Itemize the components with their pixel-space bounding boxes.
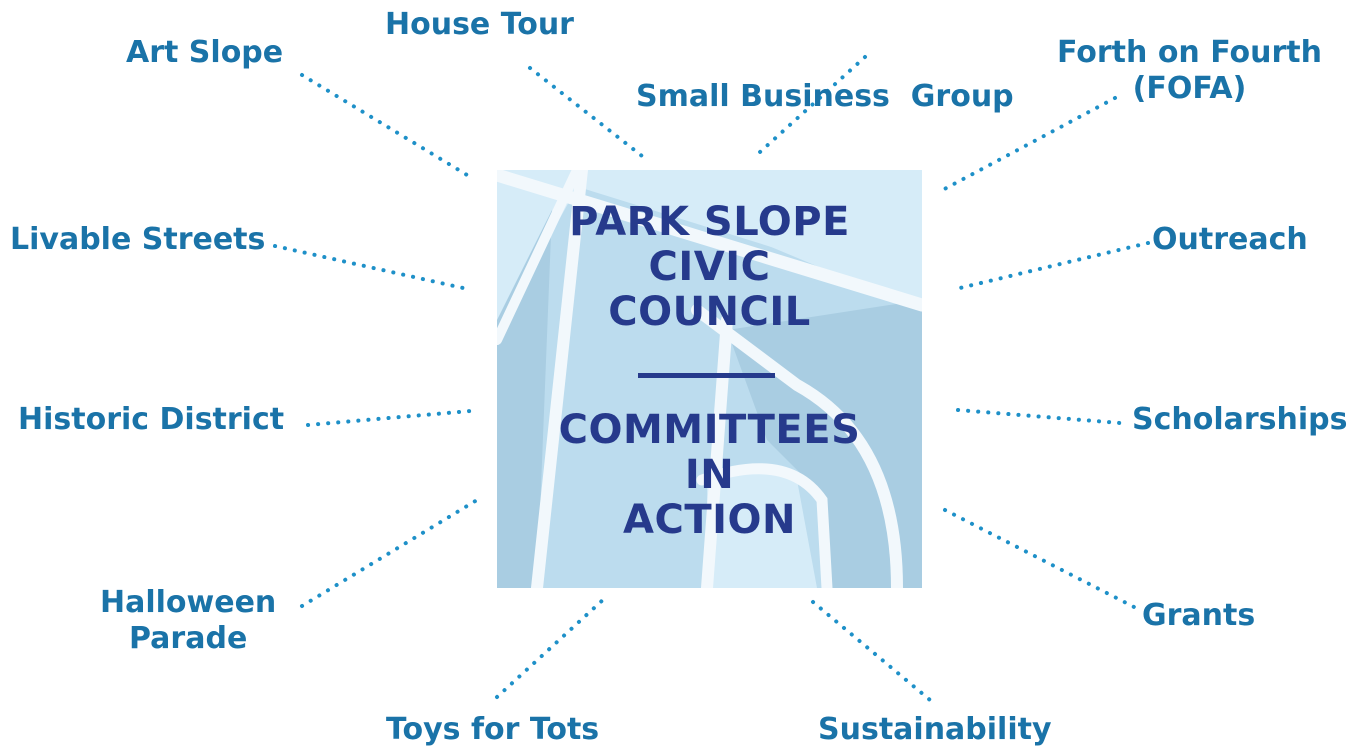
committee-label: Forth on Fourth: [1057, 35, 1322, 70]
committee-label: (FOFA): [1132, 71, 1247, 106]
committee-label: Small Business Group: [636, 79, 1014, 114]
committee-label: Grants: [1142, 598, 1256, 633]
connector-art-slope: [300, 73, 474, 180]
committee-house-tour: House Tour: [385, 7, 574, 43]
committee-label: Livable Streets: [10, 222, 266, 257]
title-divider: [638, 373, 775, 378]
committee-toys-for-tots: Toys for Tots: [386, 712, 599, 748]
committee-art-slope: Art Slope: [126, 35, 283, 71]
connector-house-tour: [528, 66, 644, 158]
committee-grants: Grants: [1142, 598, 1255, 634]
map-illustration: [497, 170, 922, 588]
committee-label: Outreach: [1152, 222, 1308, 257]
center-subtitle-line: ACTION: [623, 497, 796, 543]
committee-label: Sustainability: [818, 712, 1052, 747]
center-title-line: COUNCIL: [608, 289, 811, 335]
committee-outreach: Outreach: [1152, 222, 1308, 258]
connector-halloween-parade: [300, 498, 479, 608]
connector-grants: [943, 508, 1138, 610]
committee-sustainability: Sustainability: [818, 712, 1052, 748]
connector-historic-district: [306, 409, 472, 427]
center-map-block: PARK SLOPE CIVIC COUNCIL COMMITTEES IN A…: [497, 170, 922, 588]
committee-label: Halloween: [100, 585, 277, 620]
center-subtitle-line: COMMITTEES: [558, 407, 861, 453]
committee-forth-on-fourth: Forth on Fourth (FOFA): [1057, 35, 1322, 107]
center-title-line: CIVIC: [648, 244, 771, 290]
connector-small-business-group: [758, 55, 867, 154]
committee-halloween-parade: Halloween Parade: [100, 585, 276, 657]
center-title-line: PARK SLOPE: [569, 199, 850, 245]
center-subtitle-line: IN: [684, 452, 735, 498]
connector-sustainability: [811, 600, 932, 702]
committee-label: Scholarships: [1132, 402, 1348, 437]
connector-toys-for-tots: [495, 596, 607, 699]
connector-forth-on-fourth: [935, 96, 1117, 195]
connector-livable-streets: [273, 244, 474, 292]
connector-outreach: [958, 241, 1150, 290]
committee-scholarships: Scholarships: [1132, 402, 1348, 438]
committee-label: Toys for Tots: [386, 712, 600, 747]
committee-label: Parade: [129, 621, 248, 656]
connector-lines: [273, 55, 1150, 702]
committee-label: House Tour: [385, 7, 574, 42]
committee-small-business-group: Small Business Group: [636, 7, 1014, 151]
committee-historic-district: Historic District: [18, 402, 284, 438]
connector-scholarships: [956, 408, 1122, 425]
center-subtitle: COMMITTEES IN ACTION: [497, 408, 922, 543]
committee-livable-streets: Livable Streets: [10, 222, 265, 258]
committee-label: Art Slope: [126, 35, 284, 70]
committee-label: Historic District: [18, 402, 285, 437]
center-title: PARK SLOPE CIVIC COUNCIL: [497, 200, 922, 335]
